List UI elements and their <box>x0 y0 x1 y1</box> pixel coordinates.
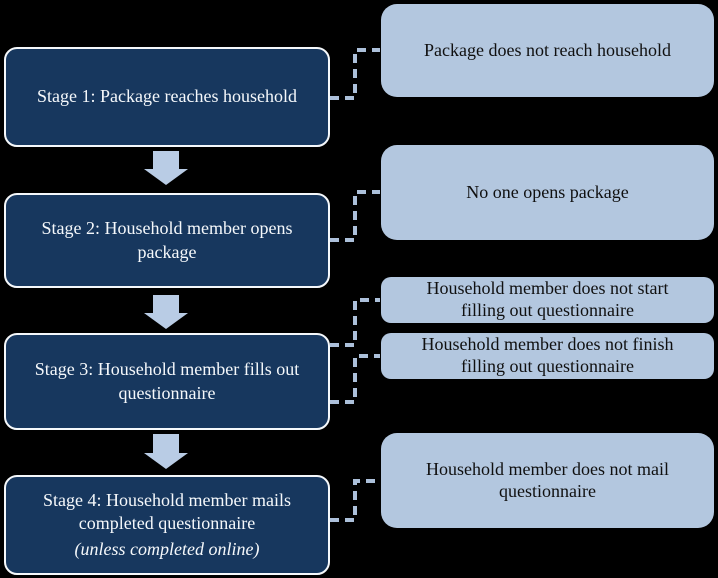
dashed-connector-stage3-start <box>330 298 380 347</box>
failure-callout-package-not-reach: Package does not reach household <box>381 4 714 97</box>
failure-callout-not-mail: Household member does not mail questionn… <box>381 433 714 528</box>
stage-4-label-line-2: completed questionnaire <box>78 512 256 533</box>
stage-1-label: Stage 1: Package reaches household <box>37 86 297 107</box>
failure-3-label-line-1: Household member does not start <box>426 278 669 299</box>
down-arrow-1-icon <box>144 151 188 185</box>
stage-4-note: (unless completed online) <box>74 539 260 560</box>
dashed-connector-stage3-finish <box>330 354 380 404</box>
failure-callout-not-start-filling: Household member does not start filling … <box>381 277 714 323</box>
down-arrow-3-icon <box>144 434 188 469</box>
failure-callout-not-finish-filling: Household member does not finish filling… <box>381 333 714 379</box>
stage-2-box: Stage 2: Household member opens package <box>4 193 330 288</box>
failure-5-label-line-1: Household member does not mail <box>426 458 669 479</box>
stage-1-box: Stage 1: Package reaches household <box>4 47 330 147</box>
stage-2-label-line-2: package <box>137 241 197 262</box>
dashed-connector-stage4 <box>330 479 380 522</box>
failure-callout-no-one-opens: No one opens package <box>381 145 714 240</box>
dashed-connector-stage1 <box>330 48 380 100</box>
failure-2-label: No one opens package <box>466 181 629 202</box>
stage-3-box: Stage 3: Household member fills out ques… <box>4 333 330 430</box>
failure-3-label-line-2: filling out questionnaire <box>461 300 634 320</box>
stage-3-label-line-2: questionnaire <box>118 382 216 403</box>
dashed-connector-stage2 <box>330 190 380 242</box>
failure-5-label-line-2: questionnaire <box>499 480 596 501</box>
failure-4-label-line-2: filling out questionnaire <box>461 356 634 376</box>
failure-1-label: Package does not reach household <box>424 39 671 60</box>
down-arrow-2-icon <box>144 295 188 329</box>
stage-4-box: Stage 4: Household member mails complete… <box>4 475 330 575</box>
stage-2-label-line-1: Stage 2: Household member opens <box>41 218 293 239</box>
stage-4-label-line-1: Stage 4: Household member mails <box>43 489 291 510</box>
stage-3-label-line-1: Stage 3: Household member fills out <box>34 359 300 380</box>
failure-4-label-line-1: Household member does not finish <box>421 334 674 355</box>
